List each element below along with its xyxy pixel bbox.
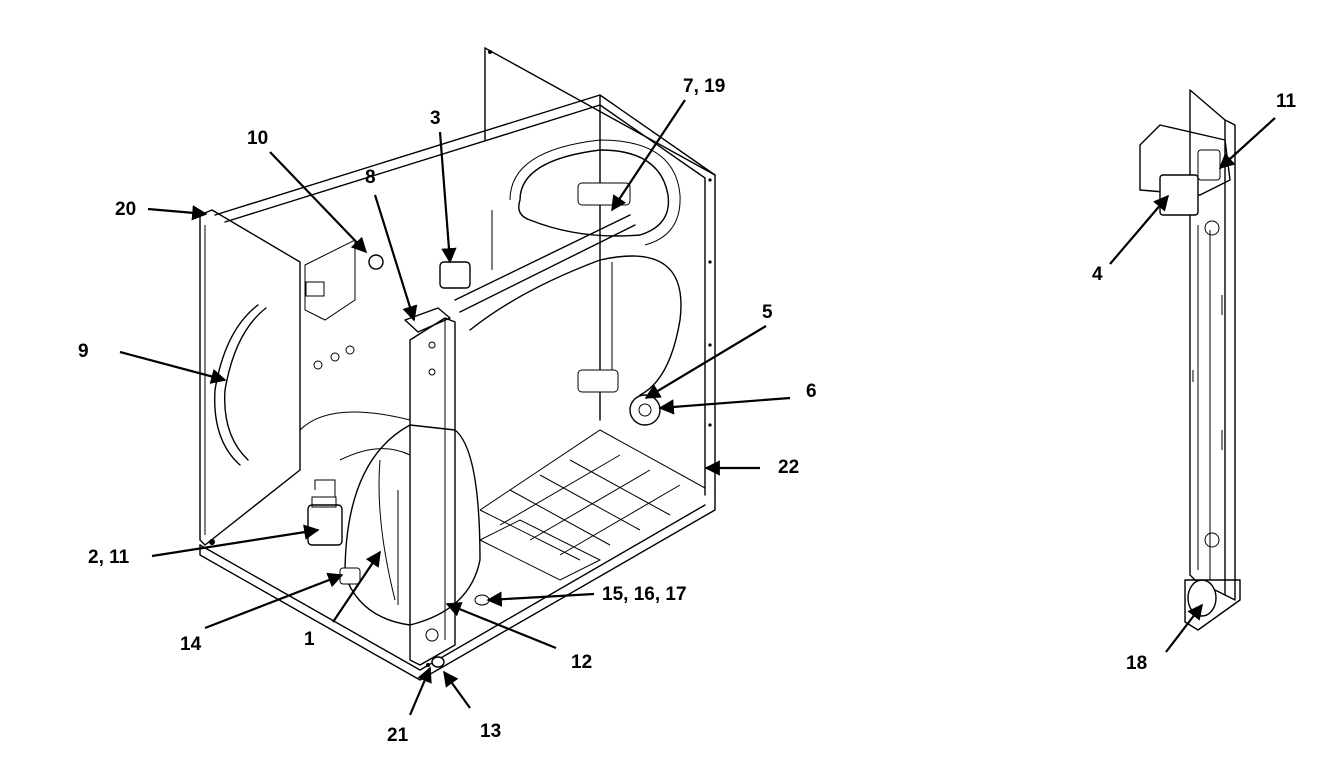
leader-8: [373, 194, 418, 322]
callout-21: 21: [387, 725, 409, 746]
callout-13: 13: [480, 721, 501, 742]
callout-12: 12: [571, 652, 592, 673]
callout-2-11: 2, 11: [88, 547, 130, 568]
leader-20: [147, 205, 208, 221]
callout-10: 10: [247, 128, 268, 149]
leader-11: [1218, 117, 1276, 170]
leader-18: [1165, 603, 1203, 653]
callout-9: 9: [78, 341, 89, 362]
callout-18: 18: [1126, 653, 1147, 674]
callout-4: 4: [1092, 264, 1103, 285]
callout-11: 11: [1276, 91, 1297, 112]
leader-5: [644, 325, 767, 399]
callout-5: 5: [762, 302, 773, 323]
callout-20: 20: [115, 199, 136, 220]
callout-labels: 1 2, 11 3 4 5 6 7, 19 8 9 10 11 12 13 14…: [78, 76, 1297, 746]
callout-3: 3: [430, 108, 441, 129]
leader-15-16-17: [486, 591, 595, 607]
callout-15-16-17: 15, 16, 17: [602, 584, 687, 605]
leader-21: [408, 666, 432, 716]
leader-6: [658, 396, 791, 415]
callout-8: 8: [365, 167, 376, 188]
door-panel-assembly: [1139, 89, 1241, 631]
leader-13: [443, 670, 471, 709]
callout-7-19: 7, 19: [683, 76, 725, 97]
leader-4: [1109, 194, 1169, 265]
leader-14: [204, 572, 344, 630]
leader-7-19: [611, 99, 686, 212]
leader-9: [119, 350, 227, 384]
leader-3: [438, 131, 457, 264]
leader-1: [332, 550, 381, 623]
leader-12: [445, 602, 557, 650]
leader-2-11: [151, 524, 320, 558]
callout-1: 1: [304, 629, 315, 650]
callout-6: 6: [806, 381, 817, 402]
callout-14: 14: [180, 634, 202, 655]
leader-10: [269, 151, 368, 254]
leader-lines: [119, 99, 1276, 716]
callout-22: 22: [778, 457, 799, 478]
